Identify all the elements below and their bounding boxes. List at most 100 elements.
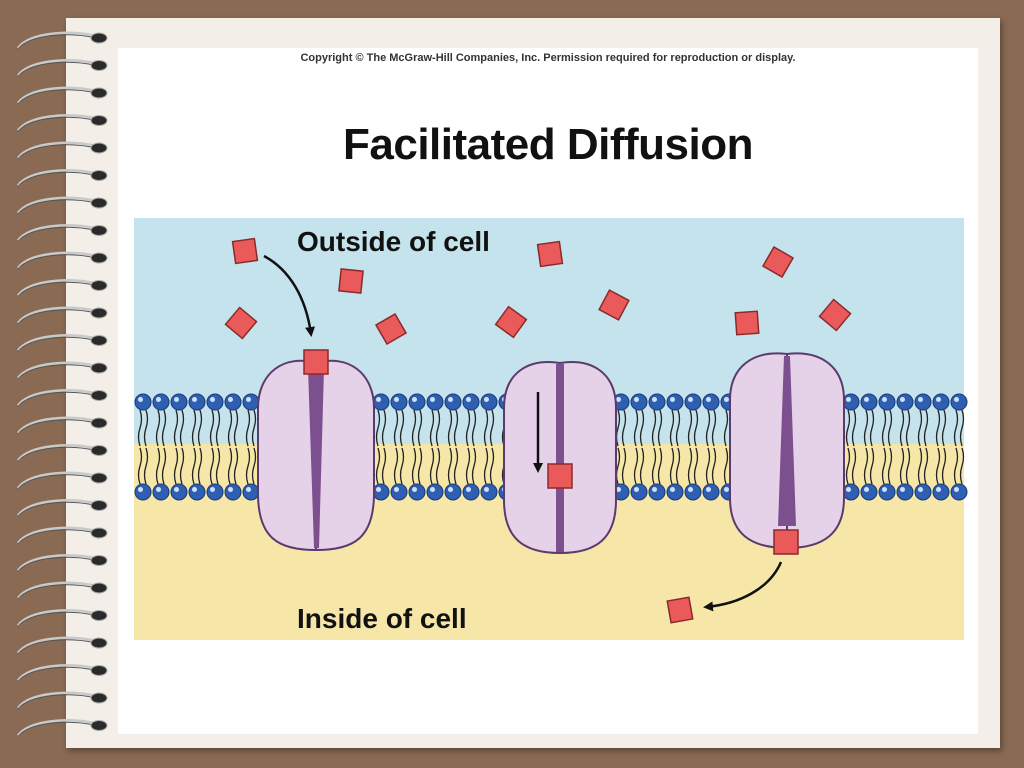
arrow-release-inside xyxy=(703,561,783,612)
spiral-ring xyxy=(17,581,97,599)
spiral-ring xyxy=(17,554,97,572)
phospholipid-head xyxy=(134,393,152,411)
carrier-protein-open-outside xyxy=(257,359,375,552)
phospholipid-head xyxy=(188,393,206,411)
spiral-ring xyxy=(17,389,97,407)
phospholipid-head xyxy=(170,483,188,501)
lipid-bilayer xyxy=(134,393,968,501)
phospholipid-head xyxy=(684,483,702,501)
phospholipid-head xyxy=(684,393,702,411)
phospholipid-head xyxy=(842,483,860,501)
solute-molecule xyxy=(374,312,408,346)
spiral-ring xyxy=(17,31,97,49)
solute-molecule xyxy=(598,289,630,321)
solute-molecule xyxy=(494,305,528,339)
arrow-into-protein xyxy=(263,254,315,337)
spiral-ring xyxy=(17,279,97,297)
phospholipid-head xyxy=(878,393,896,411)
solute-molecule xyxy=(734,310,760,336)
copyright-notice: Copyright © The McGraw-Hill Companies, I… xyxy=(300,52,796,64)
spiral-binding xyxy=(17,31,108,737)
phospholipid-head xyxy=(152,483,170,501)
solute-molecule xyxy=(761,245,795,279)
phospholipid-head xyxy=(390,483,408,501)
phospholipid-head xyxy=(932,483,950,501)
solute-molecule xyxy=(224,306,258,340)
outside-of-cell-label: Outside of cell xyxy=(297,226,490,257)
solute-molecule-in-channel xyxy=(547,463,573,489)
phospholipid-head xyxy=(188,483,206,501)
spiral-ring xyxy=(17,636,97,654)
phospholipid-head xyxy=(896,393,914,411)
spiral-ring xyxy=(17,691,97,709)
phospholipid-head xyxy=(462,483,480,501)
spiral-ring xyxy=(17,664,97,682)
solute-molecule xyxy=(338,268,364,294)
phospholipid-head xyxy=(170,393,188,411)
spiral-ring xyxy=(17,609,97,627)
phospholipid-head xyxy=(878,483,896,501)
phospholipid-head xyxy=(224,483,242,501)
spiral-ring xyxy=(17,114,97,132)
slide-title: Facilitated Diffusion xyxy=(343,120,753,169)
spiral-ring xyxy=(17,224,97,242)
solute-molecule-exiting xyxy=(773,529,799,555)
phospholipid-head xyxy=(630,483,648,501)
spiral-ring xyxy=(17,196,97,214)
solute-molecule xyxy=(231,237,259,265)
phospholipid-head xyxy=(896,483,914,501)
phospholipid-head xyxy=(842,393,860,411)
spiral-ring xyxy=(17,499,97,517)
spiral-ring xyxy=(17,526,97,544)
phospholipid-head xyxy=(408,483,426,501)
phospholipid-head xyxy=(666,483,684,501)
spiral-ring xyxy=(17,361,97,379)
spiral-ring xyxy=(17,141,97,159)
phospholipid-head xyxy=(630,393,648,411)
phospholipid-head xyxy=(408,393,426,411)
phospholipid-head xyxy=(648,393,666,411)
phospholipid-head xyxy=(702,483,720,501)
solute-molecules xyxy=(224,237,852,624)
phospholipid-head xyxy=(426,393,444,411)
spiral-ring xyxy=(17,306,97,324)
solute-molecule xyxy=(536,240,564,268)
spiral-ring xyxy=(17,334,97,352)
phospholipid-head xyxy=(206,483,224,501)
inside-of-cell-label: Inside of cell xyxy=(297,603,467,634)
spiral-ring xyxy=(17,169,97,187)
phospholipid-head xyxy=(390,393,408,411)
phospholipid-head xyxy=(480,393,498,411)
phospholipid-head xyxy=(426,483,444,501)
spiral-ring xyxy=(17,719,97,737)
phospholipid-head xyxy=(480,483,498,501)
phospholipid-head xyxy=(444,393,462,411)
phospholipid-head xyxy=(932,393,950,411)
phospholipid-head xyxy=(372,393,390,411)
facilitated-diffusion-diagram xyxy=(134,218,968,640)
phospholipid-head xyxy=(950,393,968,411)
phospholipid-head xyxy=(242,483,260,501)
phospholipid-head xyxy=(860,483,878,501)
solute-molecule-released xyxy=(666,596,694,624)
spiral-ring xyxy=(17,471,97,489)
spiral-ring xyxy=(17,444,97,462)
spiral-ring xyxy=(17,416,97,434)
phospholipid-head xyxy=(648,483,666,501)
phospholipid-head xyxy=(224,393,242,411)
phospholipid-head xyxy=(914,393,932,411)
phospholipid-head xyxy=(702,393,720,411)
phospholipid-head xyxy=(860,393,878,411)
solute-molecule xyxy=(818,298,852,332)
phospholipid-head xyxy=(152,393,170,411)
phospholipid-head xyxy=(950,483,968,501)
carrier-protein-middle xyxy=(503,361,617,555)
phospholipid-head xyxy=(462,393,480,411)
spiral-ring xyxy=(17,86,97,104)
spiral-ring xyxy=(17,251,97,269)
phospholipid-head xyxy=(372,483,390,501)
carrier-protein-open-inside xyxy=(729,352,845,550)
phospholipid-head xyxy=(134,483,152,501)
phospholipid-head xyxy=(242,393,260,411)
phospholipid-head xyxy=(914,483,932,501)
